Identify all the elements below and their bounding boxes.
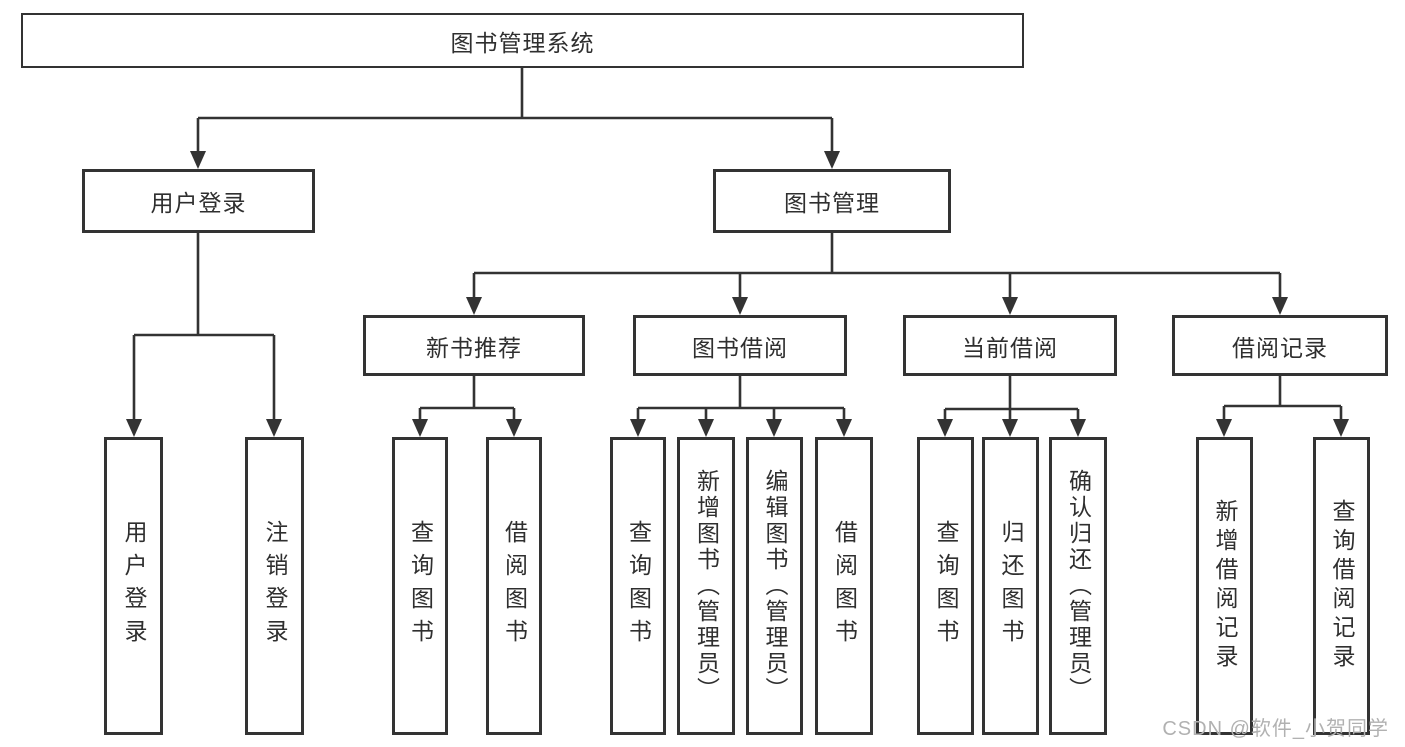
connector-borrowing-leaves [636, 376, 846, 420]
leaf-logout: 注销登录 [245, 437, 304, 735]
node-label: 图书管理 [784, 190, 880, 216]
arrowhead [1002, 297, 1018, 315]
leaf-user-login: 用户登录 [104, 437, 163, 735]
leaf-borrow-books-recommend: 借阅图书 [486, 437, 542, 735]
leaf-label: 借阅图书 [831, 520, 858, 652]
connector-root-to-level2 [196, 68, 834, 152]
arrowhead [266, 419, 282, 437]
arrowhead [766, 419, 782, 437]
arrowhead [630, 419, 646, 437]
leaf-label: 查询图书 [625, 520, 652, 652]
arrowhead [937, 419, 953, 437]
connector-user-login-leaves [132, 233, 276, 420]
arrowhead [732, 297, 748, 315]
leaf-search-books-recommend: 查询图书 [392, 437, 448, 735]
arrowhead [698, 419, 714, 437]
node-user-login: 用户登录 [82, 169, 315, 233]
arrowhead [126, 419, 142, 437]
connector-newbook-leaves [418, 376, 516, 420]
connector-records-leaves [1222, 376, 1343, 420]
arrowhead [1070, 419, 1086, 437]
arrowhead [190, 151, 206, 169]
arrowhead [824, 151, 840, 169]
leaf-label: 确认归还（管理员） [1065, 469, 1092, 703]
leaf-add-borrow-record: 新增借阅记录 [1196, 437, 1253, 735]
leaf-label: 新增借阅记录 [1212, 499, 1238, 673]
watermark: CSDN @软件_小贺同学 [1162, 718, 1389, 740]
node-label: 借阅记录 [1232, 334, 1328, 361]
leaf-label: 查询图书 [407, 520, 434, 652]
leaf-label: 用户登录 [121, 520, 147, 652]
node-borrowing-records: 借阅记录 [1172, 315, 1388, 376]
leaf-label: 查询借阅记录 [1329, 499, 1355, 673]
leaf-return-books: 归还图书 [982, 437, 1039, 735]
arrowhead [1272, 297, 1288, 315]
arrowhead [1002, 419, 1018, 437]
node-new-book-recommendation: 新书推荐 [363, 315, 585, 376]
leaf-confirm-return-admin: 确认归还（管理员） [1049, 437, 1107, 735]
leaf-label: 借阅图书 [501, 520, 528, 652]
node-label: 新书推荐 [426, 334, 522, 361]
leaf-borrow-books: 借阅图书 [815, 437, 873, 735]
leaf-search-books-borrowing: 查询图书 [610, 437, 666, 735]
arrowhead [836, 419, 852, 437]
arrowhead [1333, 419, 1349, 437]
node-label: 当前借阅 [962, 334, 1058, 361]
node-label: 图书管理系统 [450, 29, 595, 56]
node-book-borrowing: 图书借阅 [633, 315, 847, 376]
leaf-label: 查询图书 [933, 520, 959, 652]
leaf-edit-book-admin: 编辑图书（管理员） [746, 437, 803, 735]
node-label: 用户登录 [150, 190, 247, 216]
connector-book-mgmt-to-level3 [472, 233, 1282, 298]
leaf-label: 新增图书（管理员） [693, 469, 720, 703]
leaf-add-book-admin: 新增图书（管理员） [677, 437, 735, 735]
arrowhead [506, 419, 522, 437]
leaf-search-borrow-record: 查询借阅记录 [1313, 437, 1370, 735]
arrowhead [412, 419, 428, 437]
node-library-management-system: 图书管理系统 [21, 13, 1024, 68]
node-book-management: 图书管理 [713, 169, 951, 233]
leaf-label: 编辑图书（管理员） [762, 469, 788, 703]
leaf-label: 归还图书 [998, 520, 1024, 652]
arrowhead [1216, 419, 1232, 437]
leaf-search-books-current: 查询图书 [917, 437, 974, 735]
node-label: 图书借阅 [692, 334, 788, 361]
leaf-label: 注销登录 [262, 520, 288, 652]
arrowhead [466, 297, 482, 315]
node-current-borrowing: 当前借阅 [903, 315, 1117, 376]
connector-current-leaves [943, 376, 1080, 420]
